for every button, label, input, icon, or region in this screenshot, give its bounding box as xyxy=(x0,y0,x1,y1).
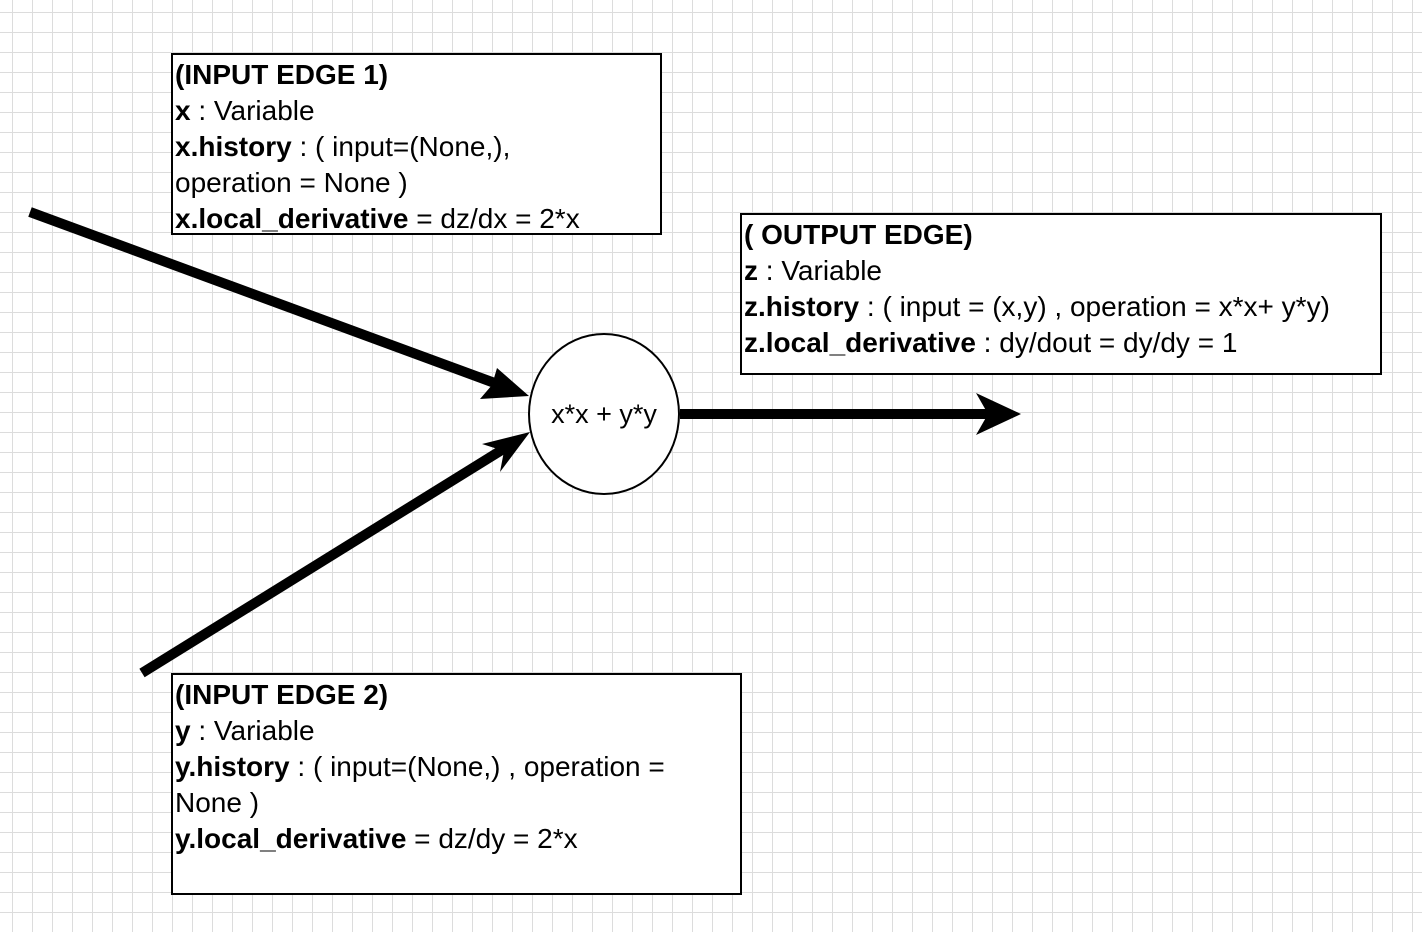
input-edge-1-title: (INPUT EDGE 1) xyxy=(175,59,389,90)
input-edge-2-derivative-line: y.local_derivative = dz/dy = 2*x xyxy=(175,823,578,854)
output-edge-variable-line: z : Variable xyxy=(744,255,882,286)
operation-node-label: x*x + y*y xyxy=(551,398,657,429)
output-edge-title: ( OUTPUT EDGE) xyxy=(744,219,973,250)
input-edge-2-operation-line: None ) xyxy=(175,787,260,818)
output-edge-box[interactable]: ( OUTPUT EDGE) z : Variable z.history : … xyxy=(740,213,1382,375)
input-edge-2-arrowhead xyxy=(482,432,530,472)
input-edge-2-history-line: y.history : ( input=(None,) , operation … xyxy=(175,751,665,782)
input-edge-1-derivative-line: x.local_derivative = dz/dx = 2*x xyxy=(175,203,580,234)
input-edge-1-operation-line: operation = None ) xyxy=(175,167,408,198)
input-edge-1-box[interactable]: (INPUT EDGE 1) x : Variable x.history : … xyxy=(171,53,662,235)
input-edge-1-history-line: x.history : ( input=(None,), xyxy=(175,131,511,162)
input-edge-2-arrow[interactable] xyxy=(139,443,508,678)
input-edge-2-variable-line: y : Variable xyxy=(175,715,315,746)
input-edge-2-box[interactable]: (INPUT EDGE 2) y : Variable y.history : … xyxy=(171,673,742,895)
input-edge-1-variable-line: x : Variable xyxy=(175,95,315,126)
input-edge-2-title: (INPUT EDGE 2) xyxy=(175,679,389,710)
output-edge-history-line: z.history : ( input = (x,y) , operation … xyxy=(744,291,1330,322)
input-edge-1-arrow[interactable] xyxy=(28,207,502,390)
output-edge-arrowhead xyxy=(976,393,1021,435)
operation-node[interactable]: x*x + y*y xyxy=(528,333,680,495)
input-edge-1-arrowhead xyxy=(480,368,529,399)
output-edge-derivative-line: z.local_derivative : dy/dout = dy/dy = 1 xyxy=(744,327,1238,358)
